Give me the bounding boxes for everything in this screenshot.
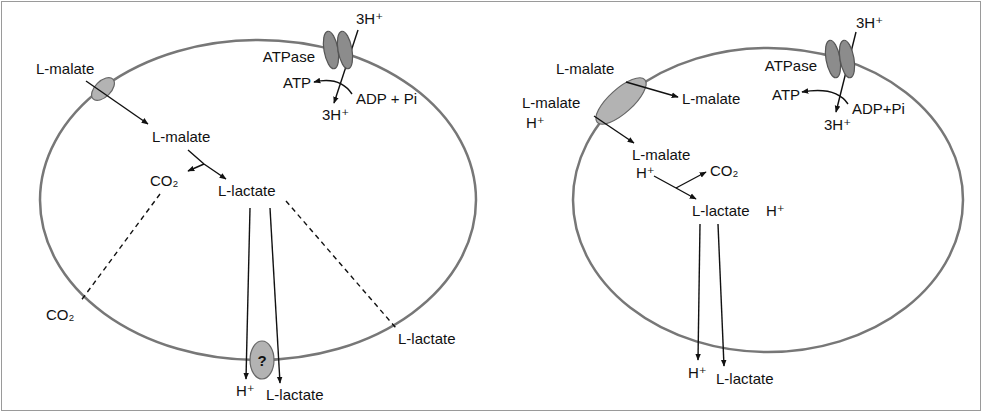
flux-arrow xyxy=(594,116,634,143)
flux-arrow xyxy=(718,224,724,366)
flux-arrow xyxy=(314,81,352,95)
molecule-label: ADP+Pi xyxy=(852,100,905,118)
molecule-label: ATP xyxy=(772,86,800,104)
flux-arrow xyxy=(188,164,204,171)
cell-membrane xyxy=(40,40,476,360)
flux-arrow xyxy=(86,81,148,124)
molecule-label: 3H⁺ xyxy=(322,106,349,124)
diffusion-line xyxy=(80,194,160,302)
molecule-label: L-lactate xyxy=(716,370,774,388)
molecule-label: CO₂ xyxy=(150,172,178,190)
atpase-symbol xyxy=(823,35,857,83)
molecule-label: L-malate xyxy=(556,60,614,78)
molecule-label: ATP xyxy=(283,74,311,92)
molecule-label: H⁺ xyxy=(766,202,785,220)
molecule-label: 3H⁺ xyxy=(356,10,383,28)
flux-arrow xyxy=(334,30,358,103)
node-label: ATPase xyxy=(263,36,315,65)
molecule-label: L-lactate xyxy=(218,182,276,200)
malate-antiporter xyxy=(589,71,653,132)
molecule-label: L-malate xyxy=(632,146,690,164)
molecule-label: CO₂ xyxy=(46,306,74,324)
molecule-label: H⁺ xyxy=(688,364,707,382)
node-label: ATPase xyxy=(765,45,817,74)
cell-membrane xyxy=(573,48,963,352)
molecule-label: H⁺ xyxy=(526,114,545,132)
transporter-outline xyxy=(250,341,274,379)
diffusion-line xyxy=(286,201,396,328)
molecule-label: 3H⁺ xyxy=(824,116,851,134)
molecule-label: L-malate xyxy=(682,90,740,108)
flux-arrow xyxy=(246,208,250,379)
atpase-symbol xyxy=(321,26,355,74)
node-label: ? xyxy=(257,352,266,369)
flux-arrow xyxy=(676,172,706,188)
flux-arrow xyxy=(626,82,678,97)
flux-arrow xyxy=(654,176,696,199)
molecule-label: CO₂ xyxy=(710,162,738,180)
atpase-complex: ATPase xyxy=(263,26,355,74)
flux-arrow xyxy=(698,224,700,360)
transporter: ? xyxy=(248,339,276,381)
atpase-complex: ATPase xyxy=(765,35,857,83)
molecule-label: L-malate xyxy=(522,94,580,112)
molecule-label: L-lactate xyxy=(398,330,456,348)
molecule-label: L-malate xyxy=(152,128,210,146)
atpase-subunit xyxy=(335,30,355,70)
flux-arrow xyxy=(802,91,848,105)
molecule-label: L-lactate xyxy=(692,202,750,220)
flux-arrow xyxy=(188,150,226,179)
molecule-label: L-malate xyxy=(36,60,94,78)
molecule-label: L-lactate xyxy=(266,386,324,404)
molecule-label: 3H⁺ xyxy=(856,14,883,32)
molecule-label: ADP + Pi xyxy=(356,90,417,108)
molecule-label: H⁺ xyxy=(236,382,255,400)
molecule-label: H⁺ xyxy=(636,164,655,182)
atpase-subunit xyxy=(837,39,857,79)
